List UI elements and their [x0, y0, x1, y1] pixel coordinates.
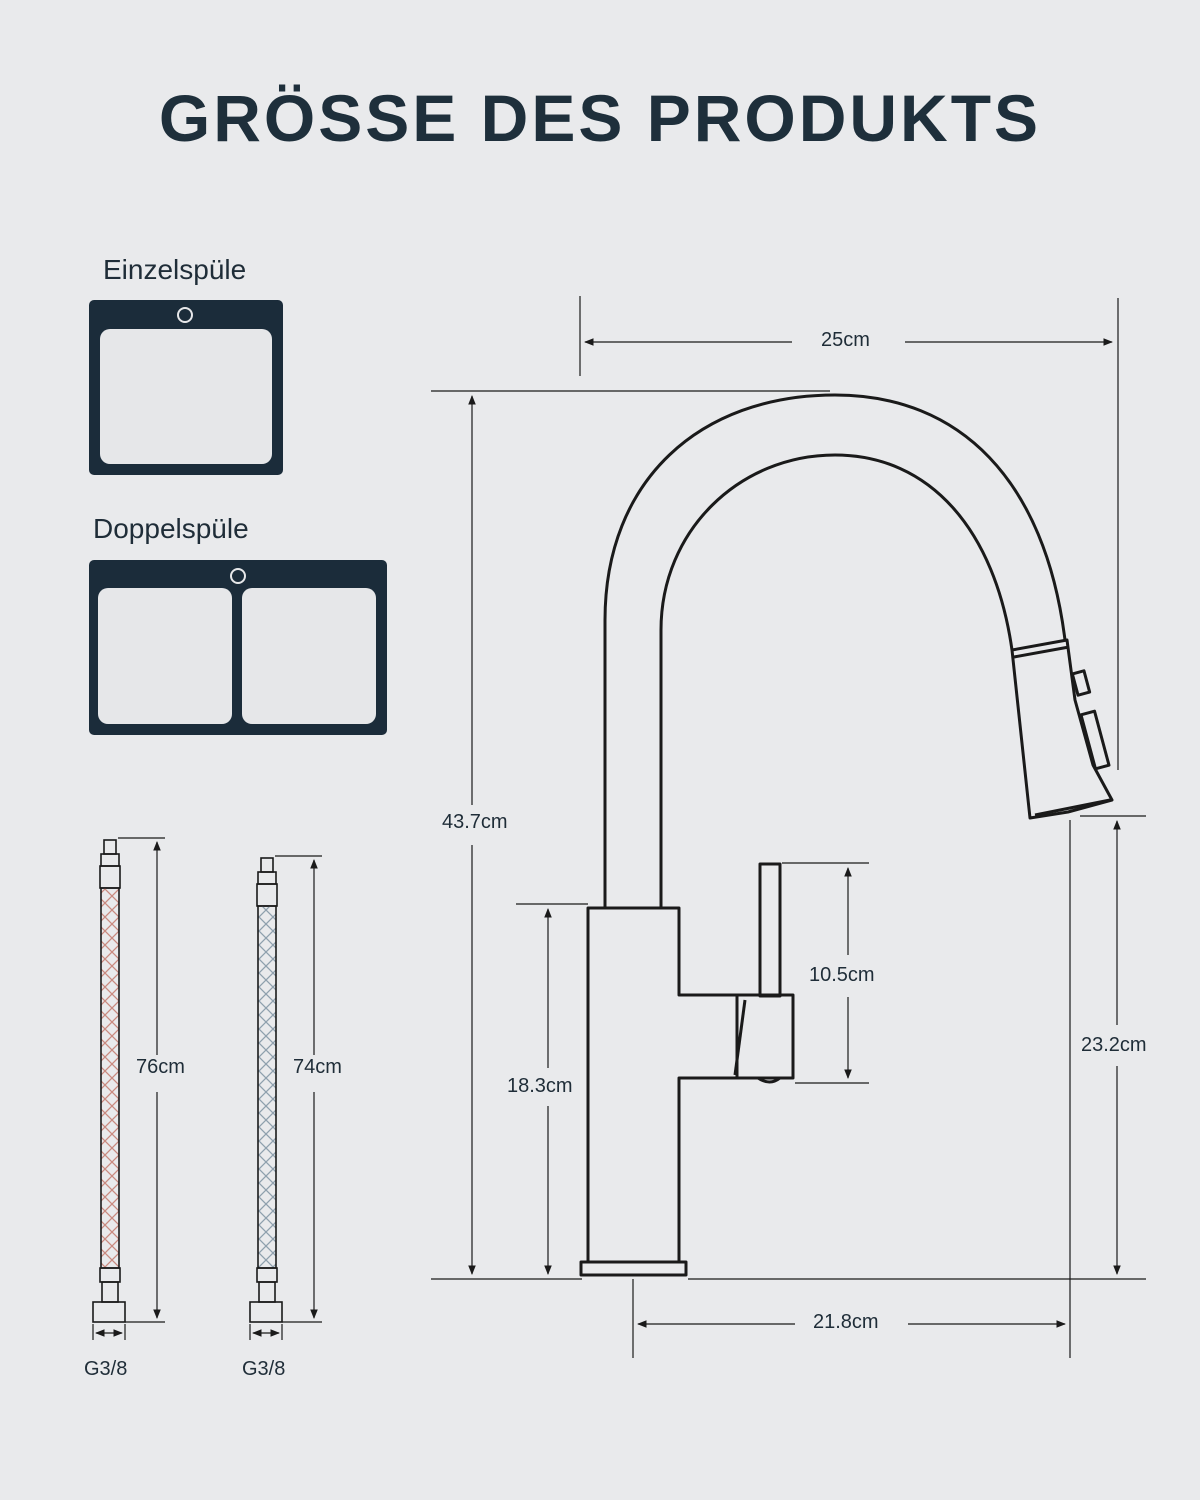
single-sink-icon	[89, 300, 283, 475]
double-sink-label: Doppelspüle	[93, 513, 249, 544]
sink-basin-right	[242, 588, 376, 724]
tap-hole-icon	[177, 307, 193, 323]
single-sink-label: Einzelspüle	[103, 254, 247, 285]
faucet	[579, 393, 1114, 1277]
cold-hose	[249, 857, 283, 1323]
tap-hole-icon	[230, 568, 246, 584]
page-title: GRÖSSE DES PRODUKTS	[158, 81, 1042, 155]
sink-basin-left	[98, 588, 232, 724]
total-height-label: 43.7cm	[436, 811, 514, 834]
hot-hose-dimension	[92, 837, 165, 1340]
handle-height-label: 10.5cm	[803, 964, 881, 987]
cold-hose-length-label: 74cm	[287, 1056, 348, 1079]
reach-label: 21.8cm	[807, 1311, 885, 1334]
sink-basin	[100, 329, 272, 464]
double-sink-icon	[89, 560, 387, 735]
width-top-label: 25cm	[815, 329, 876, 352]
hot-hose-length-label: 76cm	[130, 1056, 191, 1079]
cold-hose-dimension	[249, 855, 322, 1340]
hot-hose	[92, 839, 126, 1323]
hot-hose-thread-label: G3/8	[78, 1358, 134, 1381]
spout-height-label: 23.2cm	[1075, 1034, 1153, 1057]
cold-hose-thread-label: G3/8	[236, 1358, 292, 1381]
faucet-dimensions	[431, 296, 1146, 1358]
base-height-label: 18.3cm	[501, 1075, 579, 1098]
